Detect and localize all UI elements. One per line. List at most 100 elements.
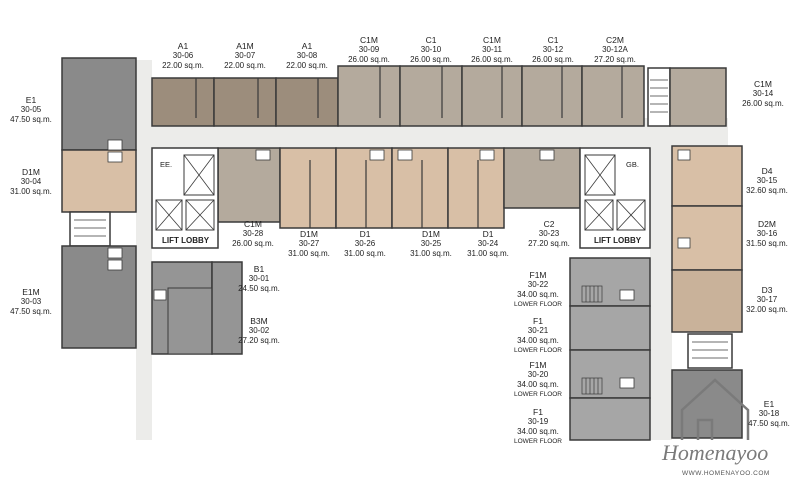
unit-type: F1M <box>529 270 547 280</box>
unit-type: D2M <box>758 219 776 229</box>
unit-area: 34.00 sq.m. <box>517 336 559 345</box>
unit-area: 31.00 sq.m. <box>288 249 330 258</box>
lift-lobby-left-label: LIFT LOBBY <box>160 236 212 245</box>
unit-number: 30-21 <box>527 326 549 335</box>
unit-label-30-09: C1M 30-09 26.00 sq.m. <box>343 35 395 65</box>
unit-label-30-16: D2M 30-16 31.50 sq.m. <box>740 219 794 249</box>
unit-floor-note: LOWER FLOOR <box>513 438 563 445</box>
unit-label-30-04: D1M 30-04 31.00 sq.m. <box>4 167 58 197</box>
unit-type: D1 <box>359 229 371 239</box>
unit-area: 32.00 sq.m. <box>746 305 788 314</box>
unit-type: C1M <box>483 35 501 45</box>
unit-label-30-28: C1M 30-28 26.00 sq.m. <box>226 219 280 249</box>
unit-label-30-01: B1 30-01 24.50 sq.m. <box>232 264 286 294</box>
lift-lobby-right-label: LIFT LOBBY <box>592 236 644 245</box>
unit-label-30-14: C1M 30-14 26.00 sq.m. <box>736 79 790 109</box>
unit-number: 30-06 <box>172 51 194 60</box>
unit-number: 30-22 <box>527 280 549 289</box>
west-corridor <box>136 60 152 440</box>
unit-label-30-07: A1M 30-07 22.00 sq.m. <box>220 41 270 71</box>
unit-area: 31.00 sq.m. <box>10 187 52 196</box>
unit-label-30-21: F1 30-21 34.00 sq.m. LOWER FLOOR <box>508 316 568 356</box>
unit-number: 30-25 <box>420 239 442 248</box>
bathroom-marks <box>107 139 691 389</box>
unit-area: 26.00 sq.m. <box>471 55 513 64</box>
unit-number: 30-17 <box>756 295 778 304</box>
unit-30-18-shape <box>671 369 743 439</box>
east-stair <box>687 333 733 369</box>
unit-area: 26.00 sq.m. <box>348 55 390 64</box>
unit-number: 30-04 <box>20 177 42 186</box>
unit-type: D4 <box>761 166 773 176</box>
unit-label-30-27: D1M 30-27 31.00 sq.m. <box>282 229 336 259</box>
unit-type: C2M <box>606 35 624 45</box>
unit-area: 31.50 sq.m. <box>746 239 788 248</box>
unit-30-12a-shape <box>581 65 645 127</box>
unit-number: 30-18 <box>758 409 780 418</box>
west-stair-treads <box>74 219 106 237</box>
homenayoo-watermark: Homenayoo <box>662 440 769 465</box>
unit-label-30-06: A1 30-06 22.00 sq.m. <box>160 41 206 71</box>
unit-30-10-shape <box>399 65 463 127</box>
unit-floor-note: LOWER FLOOR <box>513 391 563 398</box>
unit-label-30-22: F1M 30-22 34.00 sq.m. LOWER FLOOR <box>508 270 568 310</box>
unit-label-30-25: D1M 30-25 31.00 sq.m. <box>404 229 458 259</box>
unit-floor-note: LOWER FLOOR <box>513 347 563 354</box>
unit-type: E1 <box>25 95 37 105</box>
unit-30-17-shape <box>671 269 743 333</box>
unit-30-03-shape <box>61 245 137 349</box>
unit-number: 30-05 <box>20 105 42 114</box>
unit-area: 34.00 sq.m. <box>517 380 559 389</box>
unit-number: 30-27 <box>298 239 320 248</box>
unit-label-30-19: F1 30-19 34.00 sq.m. LOWER FLOOR <box>508 407 568 447</box>
unit-number: 30-14 <box>752 89 774 98</box>
unit-label-30-20: F1M 30-20 34.00 sq.m. LOWER FLOOR <box>508 360 568 400</box>
unit-number: 30-01 <box>248 274 270 283</box>
unit-area: 26.00 sq.m. <box>742 99 784 108</box>
east-corridor <box>650 140 672 440</box>
unit-area: 22.00 sq.m. <box>224 61 266 70</box>
unit-30-07-shape <box>213 77 277 127</box>
unit-30-04-shape <box>61 149 137 213</box>
unit-30-08-shape <box>275 77 339 127</box>
unit-number: 30-26 <box>354 239 376 248</box>
unit-type: C1M <box>244 219 262 229</box>
unit-area: 34.00 sq.m. <box>517 290 559 299</box>
unit-label-30-08: A1 30-08 22.00 sq.m. <box>282 41 332 71</box>
unit-type: E1 <box>763 399 775 409</box>
f-unit-stairs <box>581 285 603 395</box>
north-stair <box>647 67 671 127</box>
unit-area: 26.00 sq.m. <box>532 55 574 64</box>
unit-30-09-shape <box>337 65 401 127</box>
unit-30-22-shape <box>569 257 651 307</box>
unit-type: F1M <box>529 360 547 370</box>
unit-area: 31.00 sq.m. <box>467 249 509 258</box>
unit-number: 30-15 <box>756 176 778 185</box>
unit-30-21-shape <box>569 305 651 351</box>
unit-30-02-left-shape <box>211 261 243 355</box>
unit-type: D3 <box>761 285 773 295</box>
unit-label-30-11: C1M 30-11 26.00 sq.m. <box>466 35 518 65</box>
unit-label-30-15: D4 30-15 32.60 sq.m. <box>740 166 794 196</box>
unit-area: 27.20 sq.m. <box>594 55 636 64</box>
unit-number: 30-03 <box>20 297 42 306</box>
unit-label-30-05: E1 30-05 47.50 sq.m. <box>4 95 58 125</box>
unit-type: F1 <box>533 316 543 326</box>
gb-room-label: GB. <box>626 160 639 169</box>
unit-number: 30-02 <box>248 326 270 335</box>
unit-number: 30-10 <box>420 45 442 54</box>
unit-30-11-shape <box>461 65 523 127</box>
unit-number: 30-28 <box>242 229 264 238</box>
unit-area: 31.00 sq.m. <box>344 249 386 258</box>
unit-type: D1M <box>300 229 318 239</box>
unit-area: 27.20 sq.m. <box>528 239 570 248</box>
unit-area: 26.00 sq.m. <box>232 239 274 248</box>
unit-area: 47.50 sq.m. <box>10 115 52 124</box>
east-stair-treads <box>692 341 728 359</box>
unit-label-30-12: C1 30-12 26.00 sq.m. <box>527 35 579 65</box>
unit-number: 30-08 <box>296 51 318 60</box>
unit-area: 47.50 sq.m. <box>748 419 790 428</box>
unit-30-25-shape <box>391 147 449 229</box>
unit-30-19-shape <box>569 397 651 441</box>
